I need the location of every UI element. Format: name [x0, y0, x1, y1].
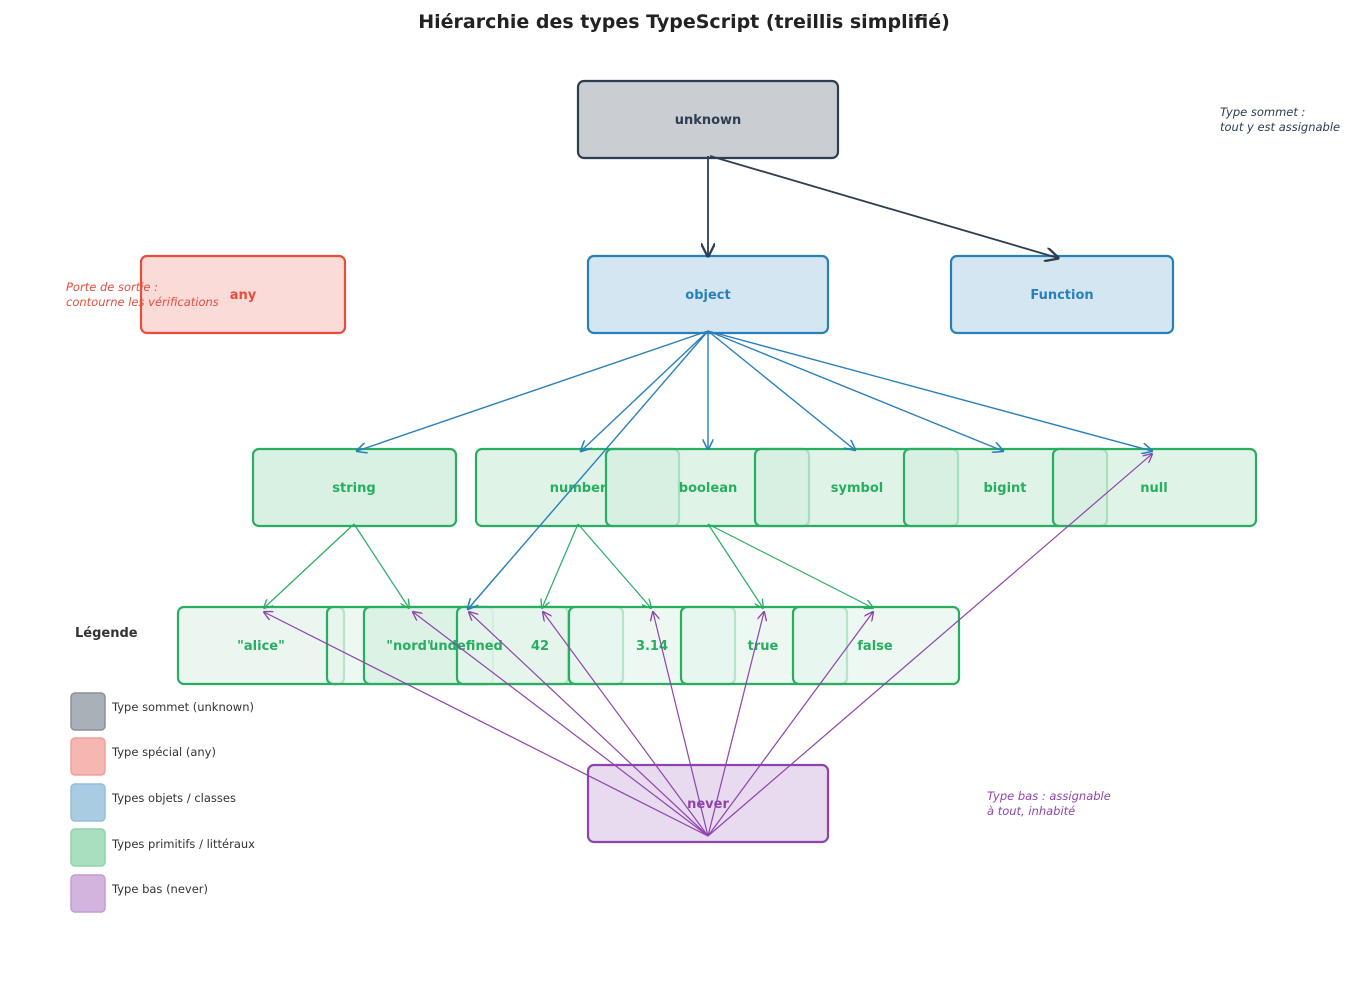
node-bigint-label: bigint: [984, 481, 1027, 496]
node-literal-false-label: false: [857, 639, 893, 654]
edges-unknown: [708, 155, 1058, 258]
edge-unknown-function: [709, 155, 1058, 258]
legend-item-top: Type sommet (unknown): [70, 692, 254, 731]
diagram-title: Hiérarchie des types TypeScript (treilli…: [418, 11, 950, 33]
node-undefined-label: undefined: [429, 639, 503, 654]
note-bottom-line-1: Type bas : assignable: [987, 789, 1111, 803]
legend: Légende Type sommet (unknown) Type spéci…: [70, 626, 255, 913]
node-string-label: string: [332, 481, 375, 496]
node-unknown-label: unknown: [675, 113, 742, 128]
legend-item-bottom: Type bas (never): [70, 874, 208, 913]
edge-object-null: [707, 330, 1152, 451]
node-any-label: any: [230, 288, 257, 303]
node-function-label: Function: [1030, 288, 1093, 303]
edge-object-undefined: [468, 330, 709, 609]
node-never: never: [586, 763, 830, 844]
legend-swatch-bottom: [70, 874, 106, 913]
legend-label-top: Type sommet (unknown): [111, 700, 254, 714]
edge-string-nord: [353, 523, 409, 608]
edge-boolean-false: [707, 523, 873, 608]
legend-label-any: Type spécial (any): [111, 745, 216, 759]
edge-never-false: [707, 612, 873, 837]
edge-number-314: [577, 523, 651, 608]
note-top-line-2: tout y est assignable: [1220, 120, 1340, 134]
edge-never-alice: [264, 612, 709, 837]
node-string: string: [251, 447, 458, 528]
note-top-line-1: Type sommet :: [1220, 105, 1305, 119]
node-object: object: [586, 254, 830, 335]
legend-item-primitive: Types primitifs / littéraux: [70, 828, 255, 867]
node-null-label: null: [1140, 481, 1167, 496]
node-literal-true-label: true: [748, 639, 779, 654]
legend-item-any: Type spécial (any): [70, 737, 216, 776]
edge-never-undefined: [469, 612, 709, 837]
node-boolean-label: boolean: [679, 481, 737, 496]
node-literal-alice-label: "alice": [237, 639, 285, 654]
node-object-label: object: [685, 288, 730, 303]
node-number-label: number: [550, 481, 607, 496]
edge-boolean-true: [707, 523, 763, 608]
edges-object: [357, 330, 1152, 609]
legend-label-object: Types objets / classes: [111, 791, 236, 805]
node-symbol-label: symbol: [831, 481, 883, 496]
edge-never-42: [543, 612, 709, 837]
note-any-line-2: contourne les vérifications: [66, 295, 219, 309]
note-top-type: Type sommet : tout y est assignable: [1220, 105, 1340, 134]
node-unknown: unknown: [576, 79, 840, 160]
edge-never-true: [707, 612, 764, 837]
note-bottom-line-2: à tout, inhabité: [987, 804, 1075, 818]
edge-string-alice: [264, 523, 355, 608]
edges-never: [264, 454, 1152, 837]
legend-item-object: Types objets / classes: [70, 783, 236, 822]
legend-swatch-top: [70, 692, 106, 731]
node-literal-nord-label: "nord": [386, 639, 433, 654]
node-never-label: never: [687, 797, 729, 812]
note-any-type: Porte de sortie : contourne les vérifica…: [66, 280, 219, 309]
edge-object-number: [581, 330, 709, 451]
edge-never-314: [653, 612, 709, 837]
note-bottom-type: Type bas : assignable à tout, inhabité: [987, 789, 1111, 818]
legend-swatch-any: [70, 737, 106, 776]
node-any: any: [139, 254, 347, 335]
edge-never-nord: [413, 612, 709, 837]
edge-object-bigint: [707, 330, 1003, 451]
legend-swatch-primitive: [70, 828, 106, 867]
note-any-line-1: Porte de sortie :: [66, 280, 158, 294]
node-function: Function: [949, 254, 1175, 335]
legend-swatch-object: [70, 783, 106, 822]
edge-object-symbol: [707, 330, 855, 450]
edge-never-null: [707, 454, 1152, 837]
legend-title: Légende: [75, 626, 138, 641]
legend-label-primitive: Types primitifs / littéraux: [111, 837, 255, 851]
node-literal-42-label: 42: [531, 639, 549, 654]
edges-primitives: [264, 523, 873, 608]
edge-number-42: [542, 523, 579, 608]
edge-object-string: [357, 330, 709, 451]
legend-label-bottom: Type bas (never): [111, 882, 208, 896]
